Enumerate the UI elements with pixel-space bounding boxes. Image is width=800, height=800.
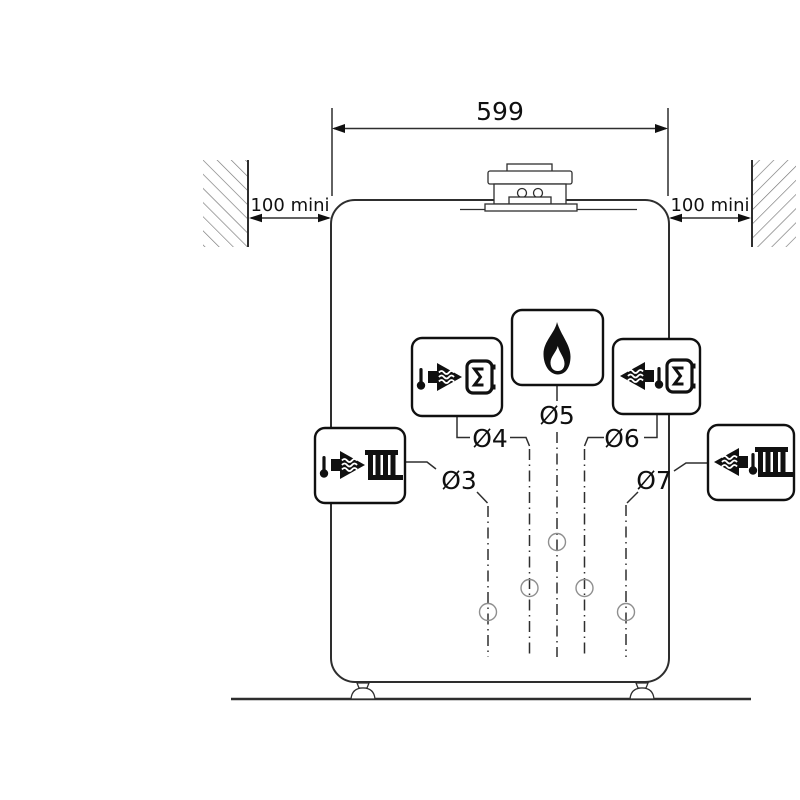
connection-label-tank-return: Ø6 (604, 424, 640, 453)
connection-points (478, 532, 636, 622)
connection-box-tank-return (611, 337, 702, 416)
connection-box-heating-return (706, 423, 796, 502)
clearance-right: 100 mini (669, 195, 751, 223)
left-wall (203, 160, 249, 247)
connection-leaders (405, 385, 708, 657)
boiler-foot-right (629, 682, 655, 700)
flue-screw-icon (516, 187, 528, 199)
connection-point-tank-flow (520, 578, 539, 598)
leader-heating-return (673, 462, 708, 472)
flue-cap (487, 170, 573, 185)
leader-tank-flow (456, 416, 470, 439)
width-dimension: 599 (331, 97, 669, 196)
connection-point-heating-flow (478, 602, 498, 622)
hot-water-tank-icon (465, 359, 498, 395)
hot-water-tank-icon (665, 358, 698, 394)
connection-point-gas (547, 532, 567, 552)
leader-heating-flow (476, 491, 489, 504)
clearance-left-label: 100 mini (250, 195, 329, 216)
flue-plinth (508, 196, 552, 205)
right-wall-hatch (752, 160, 796, 247)
connection-box-tank-flow (410, 336, 504, 418)
connection-box-gas (510, 308, 605, 387)
connection-point-heating-return (616, 602, 636, 622)
width-dimension-label: 599 (476, 97, 524, 126)
arrowhead-left-icon (332, 124, 345, 133)
clearance-left-arrowhead-icon (318, 213, 331, 223)
flue-screw-icon (532, 187, 544, 199)
connection-box-heating-flow (313, 426, 407, 505)
connection-label-heating-return: Ø7 (636, 466, 672, 495)
clearance-right-label: 100 mini (670, 195, 749, 216)
connection-label-gas: Ø5 (539, 401, 575, 430)
arrowhead-right-icon (655, 124, 668, 133)
connection-label-heating-flow: Ø3 (441, 466, 477, 495)
flue-base-plate (484, 203, 578, 212)
connection-label-tank-flow: Ø4 (472, 424, 508, 453)
clearance-right-arrowhead-icon (669, 213, 682, 223)
leader-tank-flow (510, 436, 531, 447)
right-wall (751, 160, 796, 247)
clearance-left: 100 mini (249, 195, 331, 223)
boiler-foot-left (350, 682, 376, 700)
leader-tank-return (583, 436, 604, 447)
leader-heating-flow (405, 461, 437, 470)
flue-outlet (484, 163, 578, 212)
leader-heating-return (626, 491, 639, 504)
connection-point-tank-return (575, 578, 594, 598)
clearance-right-arrowhead-icon (738, 213, 751, 223)
left-wall-hatch (203, 160, 248, 247)
clearance-left-arrowhead-icon (249, 213, 262, 223)
leader-tank-return (644, 414, 658, 439)
